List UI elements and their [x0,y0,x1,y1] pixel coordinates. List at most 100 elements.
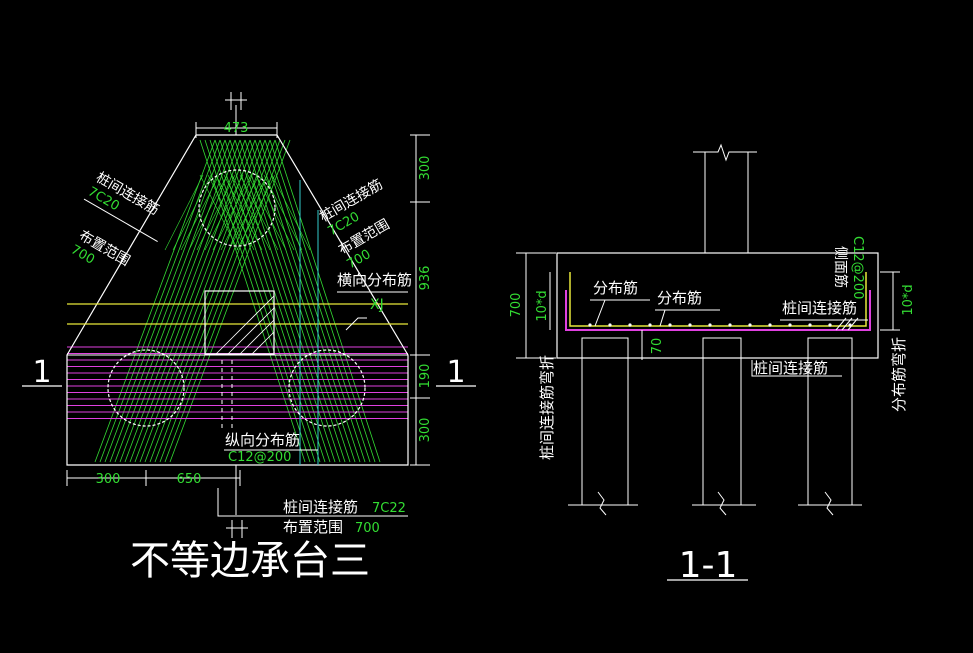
pile-top [198,169,276,247]
section-mark-right: 1 [436,355,476,390]
bottom-bar-spec: 7C22 [372,501,406,516]
transverse-bar-code: XJ [370,297,384,313]
rebar-dot [668,323,672,327]
dim-right-936: 936 [418,266,433,291]
rebar-line [204,139,311,463]
bottom-connecting-rebar-band [67,346,408,419]
rebar-line [124,139,246,463]
left-vertical-label: 桩间连接筋弯折 [538,355,556,460]
rebar-line [271,174,311,251]
dim-right-190: 190 [418,364,433,389]
section-title: 1-1 [679,545,738,586]
dimension-ticks [410,134,430,466]
transverse-bar-label: 横向分布筋 [337,271,412,289]
rebar-line [99,139,221,463]
conn-bar-top-label: 桩间连接筋 [782,299,857,317]
section-view: 700 10*d 10*d 70 分布筋 分布筋 侧面筋 C12@200 桩间连… [509,143,916,586]
rebar-line [274,139,381,463]
rebar-line [119,139,241,463]
rebar-line [234,139,341,463]
column-footprint [204,290,275,355]
rebar-line [139,139,261,463]
rebar-line [228,174,268,251]
rebar-line [269,139,376,463]
rebar-line [219,139,326,463]
rebar-line [199,174,239,251]
rebar-line [212,174,252,251]
rebar-cross-sections [588,323,852,327]
leader-line [751,360,842,377]
rebar-line [154,139,276,463]
rebar-line [220,174,260,251]
rebar-line [254,139,361,463]
pile-bottom-right [288,349,366,427]
rebar-line [249,139,356,463]
rebar-dot [828,323,832,327]
section-height-dim: 700 [509,293,524,318]
break-symbol-bottom [226,520,248,538]
dim-bottom-650: 650 [177,472,202,487]
rebar-line [244,139,351,463]
rebar-line [196,174,236,251]
rebar-line [114,139,236,463]
right-diagonal-rebar-band [199,139,381,463]
bend-right-dim: 10*d [901,284,916,315]
pile-cap-section [556,252,879,359]
dist-bar-label-a: 分布筋 [593,279,638,297]
rebar-line [223,174,263,251]
rebar-line [207,174,247,251]
svg-text:1: 1 [446,355,465,390]
rebar-line [109,139,231,463]
rebar-dot [748,323,752,327]
connecting-rebar-magenta [565,290,871,331]
conn-bar-bottom-label: 桩间连接筋 [753,359,828,377]
rebar-line [263,174,303,251]
rebar-line [149,139,271,463]
bottom-bar-name: 桩间连接筋 [283,498,358,516]
rebar-line [209,139,316,463]
side-bar-name: 侧面筋 [832,246,849,288]
pile-right [807,337,853,505]
rebar-dot [648,323,652,327]
svg-text:1: 1 [32,355,51,390]
rebar-line [169,139,291,463]
rebar-dot [708,323,712,327]
rebar-dot [728,323,732,327]
bottom-range-value: 700 [355,521,380,536]
rebar-dot [628,323,632,327]
dim-right-300a: 300 [418,156,433,181]
longitudinal-bar-label: 纵向分布筋 [225,431,300,449]
rebar-line [224,139,331,463]
pile-center [702,337,742,505]
rebar-line [159,139,281,463]
pile-break-marks [597,491,834,516]
rebar-dot [788,323,792,327]
dim-bottom-300: 300 [96,472,121,487]
leader-line [217,488,408,517]
pile-left [581,337,629,505]
rebar-line [94,139,216,463]
dimension-ticks [66,470,241,486]
right-vertical-label: 分布筋弯折 [890,337,908,412]
rebar-dot [808,323,812,327]
rebar-dot [848,323,852,327]
section-mark-left: 1 [22,355,62,390]
bottom-range-name: 布置范围 [283,518,343,536]
leader-line [594,299,606,327]
dim-top-width: 473 [224,121,249,136]
rebar-line [104,139,226,463]
rebar-line [231,174,271,251]
rebar-line [188,174,228,251]
break-symbol-top [225,92,247,110]
rebar-dot [588,323,592,327]
leader-line [345,317,367,331]
rebar-line [215,174,255,251]
side-bar-spec: C12@200 [850,236,865,299]
dim-70: 70 [650,338,665,355]
rebar-line [134,139,256,463]
rebar-line [204,174,244,251]
pile-bottom-left [107,349,185,427]
rebar-dot [768,323,772,327]
bend-left-dim: 10*d [535,290,550,321]
